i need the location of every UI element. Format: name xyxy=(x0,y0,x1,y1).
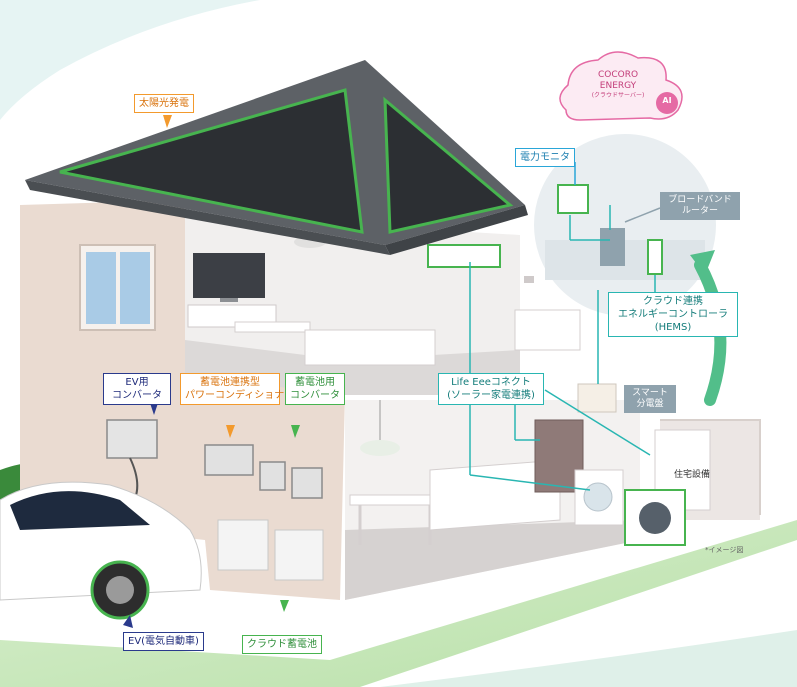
life-eee-line-2: (ソーラー家電連携) xyxy=(447,390,535,401)
battery-converter-line-2: コンバータ xyxy=(290,390,340,401)
ev-converter-line-1: EV用 xyxy=(125,377,149,388)
power-conditioner-line-2: パワーコンディショナ xyxy=(185,390,285,401)
power-conditioner-line-1: 蓄電池連携型 xyxy=(200,377,260,388)
housing-equipment-label: 住宅設備 xyxy=(674,470,711,480)
smart-panel-line-2: 分電盤 xyxy=(636,399,664,409)
router-line-2: ルーター xyxy=(681,206,718,216)
image-note: *イメージ図 xyxy=(705,546,744,554)
interior-lower-floor xyxy=(345,383,640,600)
smart-panel-line-1: スマート xyxy=(632,388,668,398)
housing-equipment-unit xyxy=(624,429,711,546)
router-line-1: ブロードバンド xyxy=(668,195,732,205)
hems-line-2: エネルギーコントローラ xyxy=(618,309,728,320)
hems-label: クラウド連携 エネルギーコントローラ (HEMS) xyxy=(608,292,738,337)
broadband-router-label: ブロードバンド ルーター xyxy=(660,192,740,220)
hems-line-3: (HEMS) xyxy=(654,322,692,333)
wall-units xyxy=(106,419,324,581)
life-eee-line-1: Life Eeeコネクト xyxy=(451,377,531,388)
electric-vehicle xyxy=(0,481,202,620)
ev-label: EV(電気自動車) xyxy=(123,632,204,651)
solar-power-label: 太陽光発電 xyxy=(134,94,194,113)
smart-panel-label: スマート 分電盤 xyxy=(624,385,676,413)
ai-badge: AI xyxy=(662,96,672,105)
cloud-line-2: ENERGY xyxy=(599,81,637,91)
ev-converter-line-2: コンバータ xyxy=(112,390,162,401)
battery-converter-label: 蓄電池用 コンバータ xyxy=(285,373,345,405)
cloud-line-1: COCORO xyxy=(597,70,639,80)
label-pointers xyxy=(123,115,300,628)
power-conditioner-label: 蓄電池連携型 パワーコンディショナ xyxy=(180,373,285,405)
cloud-icon xyxy=(559,51,683,121)
cloud-battery-label: クラウド蓄電池 xyxy=(242,635,322,654)
life-eee-connect-label: Life Eeeコネクト (ソーラー家電連携) xyxy=(438,373,544,405)
zoom-circle xyxy=(530,130,720,320)
cloud-server-label: COCORO ENERGY (クラウドサーバー) xyxy=(570,70,666,100)
power-monitor-label: 電力モニタ xyxy=(515,148,575,167)
hems-line-1: クラウド連携 xyxy=(643,296,703,307)
connector-lines xyxy=(469,162,661,491)
battery-converter-line-1: 蓄電池用 xyxy=(295,377,335,388)
ev-converter-label: EV用 コンバータ xyxy=(103,373,171,405)
cloud-line-3: (クラウドサーバー) xyxy=(591,92,645,99)
solar-panels xyxy=(59,88,514,234)
